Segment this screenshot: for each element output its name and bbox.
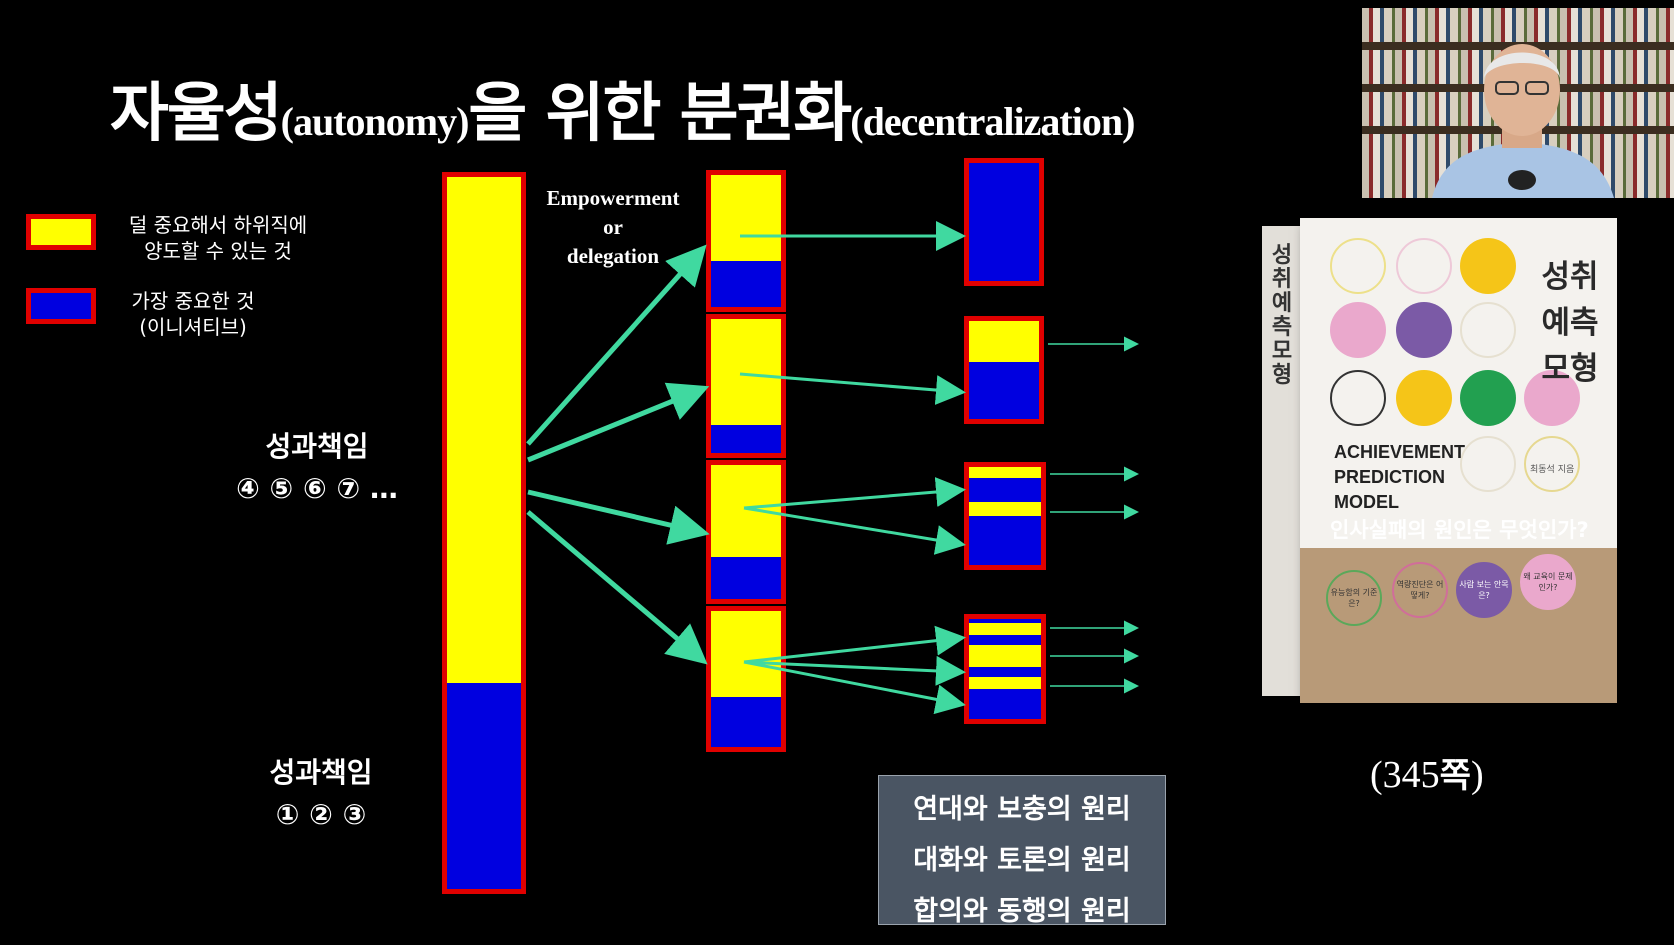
empowerment-line3: delegation — [528, 242, 698, 271]
page-reference: (345쪽) — [1370, 748, 1484, 797]
book-en-line2: PREDICTION — [1334, 465, 1465, 490]
book-dot — [1460, 436, 1516, 492]
book-front: 성취 예측 모형 ACHIEVEMENT PREDICTION MODEL 최동… — [1300, 218, 1617, 703]
arrow-mid-to-right-3b — [744, 508, 960, 544]
page-ref-number: (345 — [1370, 754, 1440, 796]
book-dot — [1460, 238, 1516, 294]
book-dot — [1330, 370, 1386, 426]
empowerment-line2: or — [528, 213, 698, 242]
arrow-mid-to-right-4a — [744, 638, 960, 662]
book-spine: 성취예측모형 — [1262, 226, 1302, 696]
book-dot — [1396, 370, 1452, 426]
presenter-figure — [1362, 8, 1674, 198]
arrow-mid-to-right-2 — [740, 374, 960, 392]
empowerment-line1: Empowerment — [528, 184, 698, 213]
book-title: 성취 예측 모형 — [1537, 254, 1603, 392]
book-dot — [1460, 370, 1516, 426]
book-title-line2: 예측 — [1537, 300, 1603, 346]
book-cover: 성취예측모형 성취 예측 모형 ACHIEVEMENT PREDICTION M… — [1262, 218, 1617, 703]
arrow-main-to-mid-4 — [528, 512, 700, 658]
book-dot — [1396, 302, 1452, 358]
empowerment-label: Empowerment or delegation — [528, 184, 698, 271]
book-title-line1: 성취 — [1537, 254, 1603, 300]
arrow-main-to-mid-1 — [528, 252, 700, 444]
presenter-webcam — [1362, 8, 1674, 198]
book-dot — [1330, 238, 1386, 294]
book-bubble-2: 역량진단은 어떻게? — [1392, 562, 1448, 618]
book-author: 최동석 지음 — [1530, 462, 1574, 475]
book-en-line1: ACHIEVEMENT — [1334, 440, 1465, 465]
book-spine-title: 성취예측모형 — [1266, 244, 1298, 388]
book-bubble-4: 왜 교육이 문제인가? — [1520, 554, 1576, 610]
book-english-title: ACHIEVEMENT PREDICTION MODEL — [1334, 440, 1465, 515]
book-title-line3: 모형 — [1537, 346, 1603, 392]
book-bubble-3: 사람 보는 안목은? — [1456, 562, 1512, 618]
arrow-main-to-mid-2 — [528, 390, 700, 460]
principle-consensus: 합의와 동행의 원리 — [879, 886, 1165, 937]
book-bubble-1: 유능함의 기준은? — [1326, 570, 1382, 626]
book-dot — [1330, 302, 1386, 358]
principle-solidarity: 연대와 보충의 원리 — [879, 784, 1165, 835]
page-ref-unit: 쪽 — [1440, 756, 1471, 796]
principles-box: 연대와 보충의 원리 대화와 토론의 원리 합의와 동행의 원리 — [878, 775, 1166, 925]
principle-dialogue: 대화와 토론의 원리 — [879, 835, 1165, 886]
page-ref-close: ) — [1471, 754, 1484, 796]
book-en-line3: MODEL — [1334, 490, 1465, 515]
arrow-mid-to-right-3a — [744, 490, 960, 508]
arrow-main-to-mid-3 — [528, 492, 700, 532]
book-dot — [1396, 238, 1452, 294]
book-dot — [1460, 302, 1516, 358]
book-subtitle: 인사실패의 원인은 무엇인가? — [1330, 514, 1589, 544]
